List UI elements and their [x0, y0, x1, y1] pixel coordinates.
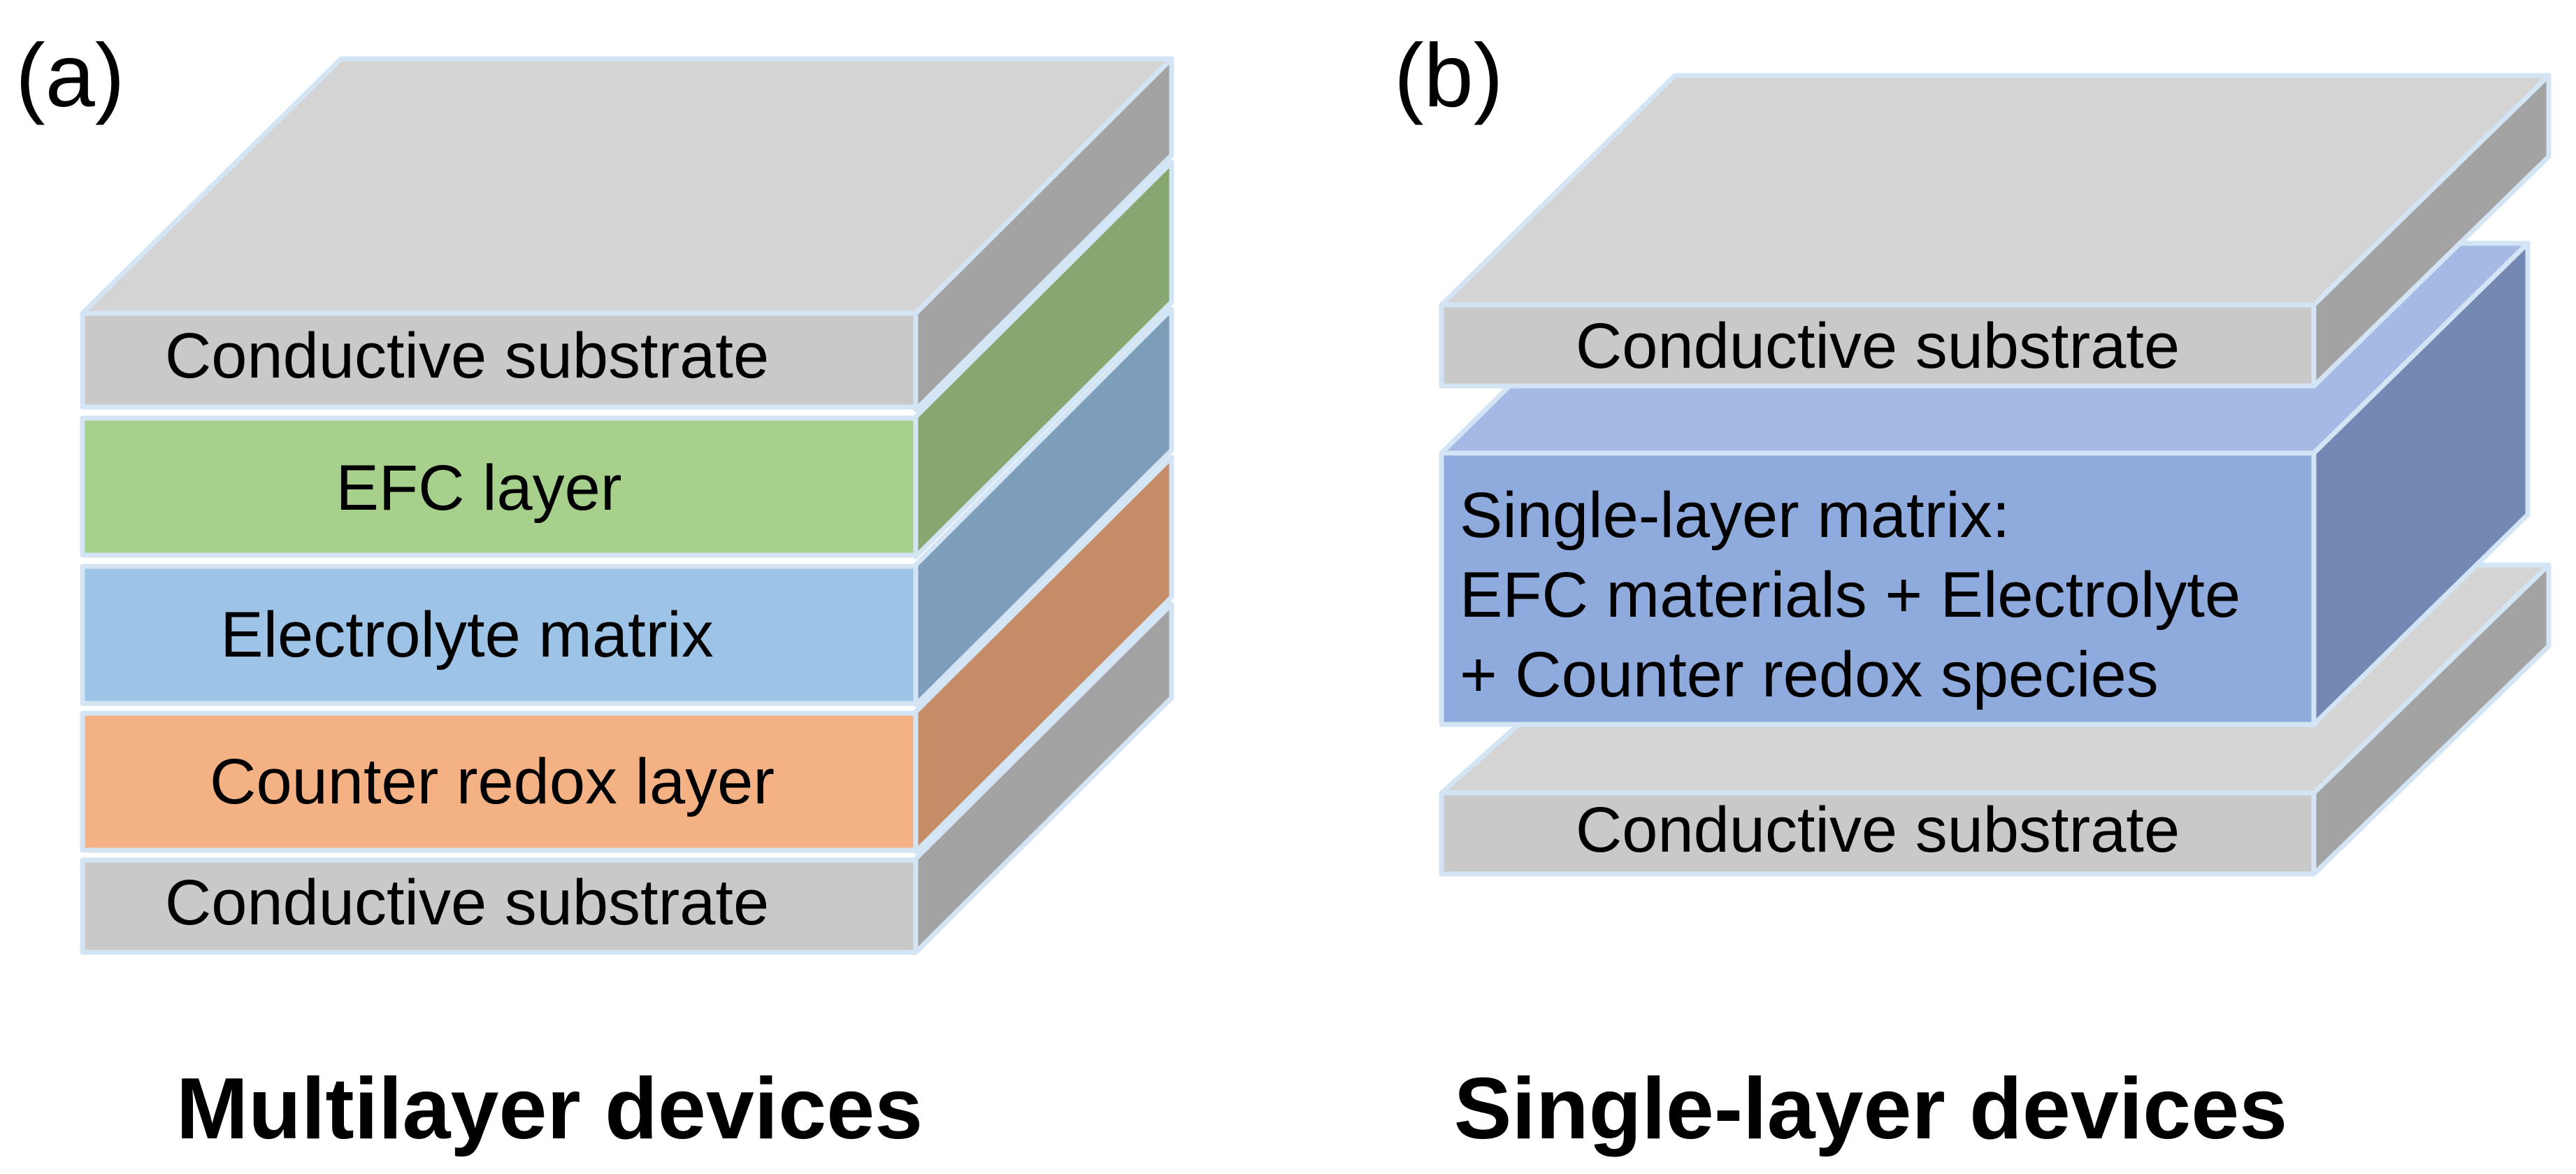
counter-layer-label: Counter redox layer	[210, 746, 775, 817]
matrix-label-line-3: + Counter redox species	[1460, 639, 2159, 710]
bottom-substrate-front-b	[1439, 790, 2317, 877]
panel-b-caption: Single-layer devices	[1454, 1061, 2287, 1157]
electrolyte-layer-label: Electrolyte matrix	[220, 599, 714, 671]
panel-b: (b) Conductive substrate Single-layer ma…	[1394, 26, 2552, 1157]
efc-layer-label: EFC layer	[336, 452, 622, 524]
matrix-label-line-1: Single-layer matrix:	[1460, 480, 2010, 551]
efc-layer-front	[80, 415, 919, 558]
panel-a-letter: (a)	[15, 26, 124, 126]
top-substrate-label-a: Conductive substrate	[165, 320, 769, 392]
top-substrate-front-a	[80, 310, 919, 410]
top-substrate-front-b	[1439, 302, 2317, 389]
panel-b-letter: (b)	[1394, 26, 1503, 126]
panel-a: (a) Conductive substrate EFC layer Elect…	[15, 26, 1174, 1157]
panel-a-caption: Multilayer devices	[176, 1061, 923, 1157]
electrolyte-layer-front	[80, 564, 919, 706]
counter-layer-front	[80, 710, 919, 853]
matrix-front	[1439, 450, 2317, 727]
bottom-substrate-label-b: Conductive substrate	[1576, 794, 2180, 866]
matrix-label-line-2: EFC materials + Electrolyte	[1460, 559, 2240, 631]
top-substrate-label-b: Conductive substrate	[1576, 310, 2180, 382]
bottom-substrate-label-a: Conductive substrate	[165, 867, 769, 938]
bottom-substrate-front-a	[80, 857, 919, 955]
